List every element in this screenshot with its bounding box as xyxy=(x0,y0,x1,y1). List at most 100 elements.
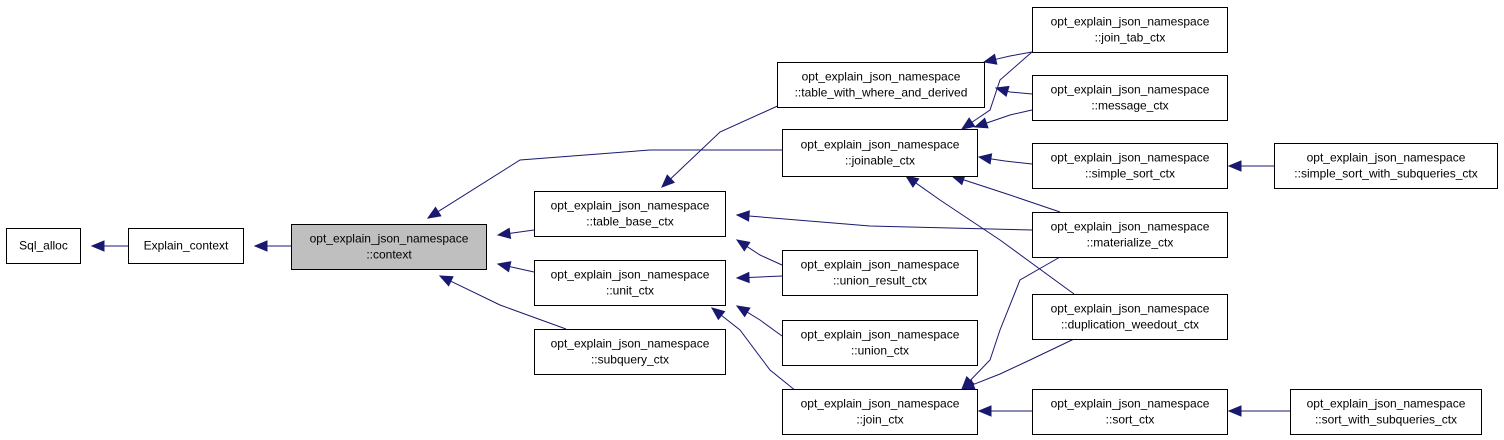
inheritance-edge-materialize_ctx-to-joinable_ctx xyxy=(950,174,1061,213)
arrowhead-icon xyxy=(977,153,993,165)
class-node-union-result-ctx[interactable]: opt_explain_json_namespace::union_result… xyxy=(782,250,978,296)
class-box xyxy=(782,389,978,435)
inheritance-edge-union_result_ctx-to-table_base_ctx xyxy=(735,239,783,266)
class-name-label: ::simple_sort_with_subqueries_ctx xyxy=(1294,167,1477,181)
class-namespace-label: opt_explain_json_namespace xyxy=(1051,220,1210,234)
class-node-unit-ctx[interactable]: opt_explain_json_namespace::unit_ctx xyxy=(534,260,726,306)
arrowhead-icon xyxy=(1227,160,1242,172)
class-box xyxy=(1032,389,1228,435)
arrowhead-icon xyxy=(426,206,442,219)
class-node-subquery-ctx[interactable]: opt_explain_json_namespace::subquery_ctx xyxy=(534,329,726,375)
inheritance-edge-table_with_where_and_derived-to-table_base_ctx xyxy=(661,103,783,188)
edge-line xyxy=(746,311,783,337)
arrowhead-icon xyxy=(253,240,268,252)
class-box xyxy=(1290,389,1482,435)
arrowhead-icon xyxy=(960,117,976,130)
arrowhead-icon xyxy=(438,275,454,287)
arrowhead-icon xyxy=(735,271,750,284)
inheritance-edge-subquery_ctx-to-context xyxy=(438,275,567,330)
arrowhead-icon xyxy=(90,240,105,252)
inheritance-edge-join_tab_ctx-to-joinable_ctx xyxy=(960,51,1033,130)
edge-line xyxy=(748,275,783,278)
class-node-context[interactable]: opt_explain_json_namespace::context xyxy=(291,224,487,270)
arrowhead-icon xyxy=(982,53,998,65)
class-name-label: ::table_base_ctx xyxy=(586,215,673,229)
class-box xyxy=(1032,7,1228,53)
class-node-simple-sort-with-subqueries-ctx[interactable]: opt_explain_json_namespace::simple_sort_… xyxy=(1274,143,1498,189)
class-namespace-label: opt_explain_json_namespace xyxy=(1051,15,1210,29)
class-node-table-with-where-and-derived[interactable]: opt_explain_json_namespace::table_with_w… xyxy=(777,62,985,108)
class-namespace-label: opt_explain_json_namespace xyxy=(801,397,960,411)
class-node-join-tab-ctx[interactable]: opt_explain_json_namespace::join_tab_ctx xyxy=(1032,7,1228,53)
class-name-label: ::duplication_weedout_ctx xyxy=(1061,318,1199,332)
inheritance-edge-table_base_ctx-to-context xyxy=(496,227,535,239)
class-node-duplication-weedout-ctx[interactable]: opt_explain_json_namespace::duplication_… xyxy=(1032,294,1228,340)
edge-line xyxy=(963,179,1061,213)
arrowhead-icon xyxy=(1227,405,1242,417)
class-node-sql-alloc[interactable]: Sql_alloc xyxy=(6,228,81,264)
class-name-label: ::join_tab_ctx xyxy=(1095,31,1166,45)
class-node-sort-with-subqueries-ctx[interactable]: opt_explain_json_namespace::sort_with_su… xyxy=(1290,389,1482,435)
class-box xyxy=(534,329,726,375)
inheritance-edge-sort_ctx-to-join_ctx xyxy=(977,405,1032,417)
inheritance-edge-duplication_weedout_ctx-to-joinable_ctx xyxy=(904,175,1075,295)
edge-line xyxy=(986,109,1033,124)
inheritance-edge-materialize_ctx-to-table_base_ctx xyxy=(735,210,1033,231)
class-namespace-label: opt_explain_json_namespace xyxy=(801,138,960,152)
class-node-join-ctx[interactable]: opt_explain_json_namespace::join_ctx xyxy=(782,389,978,435)
edge-line xyxy=(509,229,535,234)
class-node-materialize-ctx[interactable]: opt_explain_json_namespace::materialize_… xyxy=(1032,212,1228,258)
class-name-label: ::simple_sort_ctx xyxy=(1085,167,1175,181)
arrowhead-icon xyxy=(710,307,726,321)
inheritance-edge-context-to-explain_context xyxy=(253,240,291,252)
class-node-joinable-ctx[interactable]: opt_explain_json_namespace::joinable_ctx xyxy=(782,129,978,177)
class-namespace-label: opt_explain_json_namespace xyxy=(551,268,710,282)
class-namespace-label: opt_explain_json_namespace xyxy=(1307,397,1466,411)
class-node-explain-context[interactable]: Explain_context xyxy=(128,228,244,264)
class-namespace-label: opt_explain_json_namespace xyxy=(551,337,710,351)
edge-line xyxy=(1007,90,1033,95)
class-box xyxy=(1032,212,1228,258)
class-node-union-ctx[interactable]: opt_explain_json_namespace::union_ctx xyxy=(782,320,978,366)
inheritance-edge-union_ctx-to-unit_ctx xyxy=(735,305,783,337)
inheritance-edge-message_ctx-to-joinable_ctx xyxy=(973,109,1033,129)
class-namespace-label: opt_explain_json_namespace xyxy=(1051,83,1210,97)
inheritance-edge-join_ctx-to-unit_ctx xyxy=(710,307,797,392)
class-namespace-label: opt_explain_json_namespace xyxy=(1307,151,1466,165)
arrowhead-icon xyxy=(977,405,992,417)
edge-line xyxy=(748,215,1033,231)
edge-line xyxy=(990,158,1033,165)
class-box xyxy=(1032,294,1228,340)
inheritance-edge-simple_sort_with_subqueries_ctx-to-simple_sort_ctx xyxy=(1227,160,1274,172)
class-name-label: ::message_ctx xyxy=(1091,99,1168,113)
arrowhead-icon xyxy=(661,174,676,188)
class-box xyxy=(782,250,978,296)
nodes-layer: Sql_alloc Explain_context opt_explain_json… xyxy=(6,7,1498,435)
class-name-label: Sql_alloc xyxy=(19,239,68,253)
class-node-sort-ctx[interactable]: opt_explain_json_namespace::sort_ctx xyxy=(1032,389,1228,435)
edge-line xyxy=(969,256,1061,381)
class-namespace-label: opt_explain_json_namespace xyxy=(801,328,960,342)
arrowhead-icon xyxy=(496,227,512,239)
class-name-label: ::sort_with_subqueries_ctx xyxy=(1315,413,1457,427)
edge-line xyxy=(721,315,797,392)
arrowhead-icon xyxy=(735,239,751,252)
class-box xyxy=(534,191,726,237)
inheritance-edge-join_tab_ctx-to-table_with_where_and_derived xyxy=(982,51,1033,65)
inheritance-edge-message_ctx-to-table_with_where_and_derived xyxy=(994,85,1033,97)
class-node-simple-sort-ctx[interactable]: opt_explain_json_namespace::simple_sort_… xyxy=(1032,143,1228,189)
class-name-label: ::joinable_ctx xyxy=(845,154,915,168)
class-box xyxy=(782,129,978,177)
class-node-table-base-ctx[interactable]: opt_explain_json_namespace::table_base_c… xyxy=(534,191,726,237)
inheritance-edge-sort_with_subqueries_ctx-to-sort_ctx xyxy=(1227,405,1290,417)
class-box xyxy=(128,228,244,264)
class-namespace-label: opt_explain_json_namespace xyxy=(551,199,710,213)
edge-line xyxy=(995,51,1033,60)
inheritance-edge-duplication_weedout_ctx-to-join_ctx xyxy=(960,338,1075,390)
class-namespace-label: opt_explain_json_namespace xyxy=(1051,397,1210,411)
edge-line xyxy=(971,51,1033,123)
edges-layer xyxy=(90,51,1290,417)
edge-line xyxy=(670,103,783,180)
class-node-message-ctx[interactable]: opt_explain_json_namespace::message_ctx xyxy=(1032,75,1228,121)
